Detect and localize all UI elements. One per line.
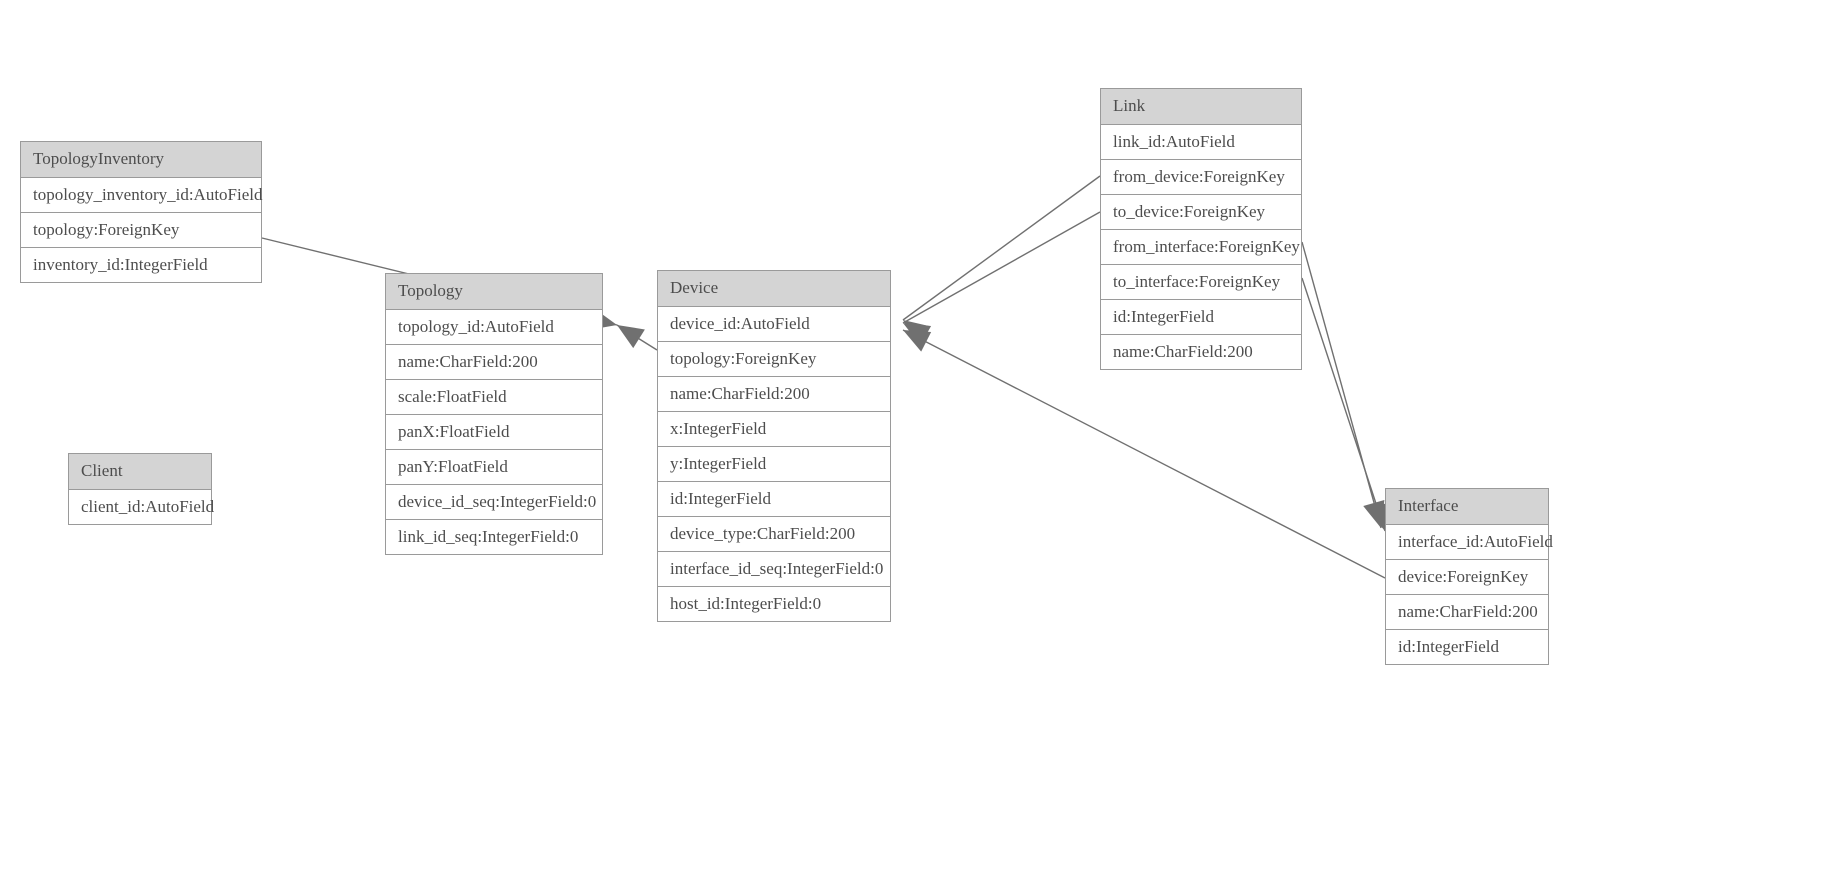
rel-link-from-interface bbox=[1301, 241, 1382, 529]
entity-title-interface: Interface bbox=[1386, 489, 1548, 525]
field-row: device_type:CharField:200 bbox=[658, 517, 890, 552]
field-row: scale:FloatField bbox=[386, 380, 602, 415]
field-row: name:CharField:200 bbox=[1386, 595, 1548, 630]
field-row: device_id:AutoField bbox=[658, 307, 890, 342]
entity-title-client: Client bbox=[69, 454, 211, 490]
entity-fields-client: client_id:AutoField bbox=[69, 490, 214, 524]
field-row: id:IntegerField bbox=[1386, 630, 1548, 664]
field-row: host_id:IntegerField:0 bbox=[658, 587, 890, 621]
field-row: link_id:AutoField bbox=[1101, 125, 1301, 160]
field-row: device_id_seq:IntegerField:0 bbox=[386, 485, 602, 520]
field-row: name:CharField:200 bbox=[1101, 335, 1301, 369]
field-row: device:ForeignKey bbox=[1386, 560, 1548, 595]
rel-interface-device-arrowhead bbox=[903, 330, 932, 352]
rel-link-to-device bbox=[902, 211, 1101, 324]
field-row: panX:FloatField bbox=[386, 415, 602, 450]
field-row: topology:ForeignKey bbox=[658, 342, 890, 377]
entity-title-topology_inventory: TopologyInventory bbox=[21, 142, 261, 178]
field-row: name:CharField:200 bbox=[386, 345, 602, 380]
field-row: to_interface:ForeignKey bbox=[1101, 265, 1301, 300]
field-row: interface_id:AutoField bbox=[1386, 525, 1553, 560]
field-row: client_id:AutoField bbox=[69, 490, 214, 524]
field-row: id:IntegerField bbox=[1101, 300, 1301, 335]
field-row: topology:ForeignKey bbox=[21, 213, 261, 248]
field-row: y:IntegerField bbox=[658, 447, 890, 482]
field-row: from_interface:ForeignKey bbox=[1101, 230, 1301, 265]
rel-device-topology-arrowhead bbox=[617, 325, 645, 349]
field-row: topology_inventory_id:AutoField bbox=[21, 178, 263, 213]
field-row: to_device:ForeignKey bbox=[1101, 195, 1301, 230]
field-row: id:IntegerField bbox=[658, 482, 890, 517]
field-row: inventory_id:IntegerField bbox=[21, 248, 261, 282]
entity-title-topology: Topology bbox=[386, 274, 602, 310]
entity-title-device: Device bbox=[658, 271, 890, 307]
field-row: name:CharField:200 bbox=[658, 377, 890, 412]
field-row: interface_id_seq:IntegerField:0 bbox=[658, 552, 890, 587]
entity-title-link: Link bbox=[1101, 89, 1301, 125]
rel-link-from-device bbox=[902, 175, 1101, 321]
rel-link-to-device-arrowhead bbox=[903, 323, 932, 346]
rel-link-to-interface bbox=[1301, 277, 1386, 532]
rel-link-from-device-arrowhead bbox=[903, 320, 931, 345]
field-row: panY:FloatField bbox=[386, 450, 602, 485]
rel-device-topology bbox=[616, 324, 658, 351]
field-row: from_device:ForeignKey bbox=[1101, 160, 1301, 195]
field-row: x:IntegerField bbox=[658, 412, 890, 447]
field-row: link_id_seq:IntegerField:0 bbox=[386, 520, 602, 554]
field-row: topology_id:AutoField bbox=[386, 310, 602, 345]
